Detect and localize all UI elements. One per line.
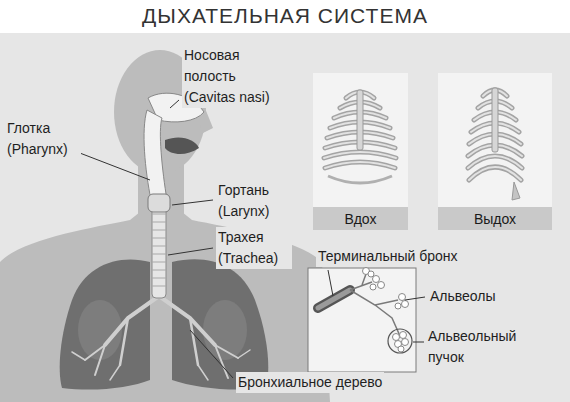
part-label: Бронхиальное дерево: [236, 372, 384, 393]
label-slot: Альвеольный пучок: [426, 326, 526, 368]
alveoli-inset: [388, 329, 412, 353]
bronchial-tree: [120, 318, 128, 365]
inhale-ribcage-panel: [357, 90, 363, 150]
lungs: [172, 259, 268, 389]
label-slot: Терминальный бронх: [316, 246, 460, 267]
part-label: Носовая полость (Cavitas nasi): [182, 45, 286, 108]
inhale-ribcage-panel: [313, 73, 408, 230]
leader-lines: [190, 330, 233, 378]
upper-airway: [165, 137, 199, 154]
phase-label-bar: Выдох: [438, 207, 552, 230]
bronchial-tree: [215, 345, 228, 378]
trachea-larynx: [148, 194, 170, 298]
bronchial-tree: [72, 296, 250, 380]
part-label: Альвеольный пучок: [426, 326, 526, 368]
phase-label-bar: Вдох: [313, 207, 408, 230]
phase-label: Вдох: [345, 210, 377, 228]
label-slot: Носовая полость (Cavitas nasi): [182, 45, 286, 108]
ground: [0, 33, 570, 402]
exhale-ribcage-panel: [438, 73, 552, 230]
leader-lines: [72, 150, 150, 180]
bronchial-tree: [159, 296, 215, 345]
label-slot: Трахея (Trachea): [216, 227, 292, 269]
alveoli-inset: [350, 274, 400, 336]
alveoli-inset: [308, 268, 416, 373]
leader-lines: [72, 100, 425, 378]
alveoli-inset: [318, 290, 350, 308]
leader-lines: [405, 297, 425, 300]
trachea-larynx: [152, 214, 166, 286]
bronchial-tree: [190, 318, 198, 365]
part-label: Терминальный бронх: [316, 246, 460, 267]
part-label: Глотка (Pharynx): [5, 118, 81, 160]
lungs: [203, 300, 247, 360]
exhale-ribcage-panel: [438, 73, 552, 230]
label-slot: Альвеолы: [428, 286, 498, 307]
label-slot: Бронхиальное дерево: [236, 372, 384, 393]
trachea-larynx: [148, 194, 170, 212]
part-label: Трахея (Trachea): [216, 227, 292, 269]
upper-airway: [144, 110, 167, 200]
lungs: [60, 259, 150, 389]
part-label: Гортань (Larynx): [216, 180, 292, 222]
part-label: Альвеолы: [428, 286, 498, 307]
bronchial-tree: [72, 350, 250, 380]
leader-lines: [170, 100, 179, 108]
leader-lines: [413, 342, 424, 343]
bronchial-tree: [95, 345, 105, 375]
trachea-larynx: [152, 200, 166, 298]
alveoli-inset: [308, 268, 416, 372]
exhale-ribcage-panel: [512, 182, 520, 200]
leader-lines: [328, 270, 333, 296]
leader-lines: [172, 200, 213, 205]
diagram-title: ДЫХАТЕЛЬНАЯ СИСТЕМА: [0, 2, 570, 30]
leader-lines: [168, 248, 213, 255]
inhale-ribcage-panel: [313, 73, 408, 230]
upper-airway: [144, 93, 204, 200]
phase-label: Выдох: [474, 210, 516, 228]
label-slot: Глотка (Pharynx): [5, 118, 81, 160]
exhale-ribcage-panel: [492, 88, 498, 152]
inhale-ribcage-panel: [328, 176, 392, 183]
bronchial-tree: [105, 296, 159, 345]
alveoli-inset: [318, 290, 350, 308]
label-slot: Гортань (Larynx): [216, 180, 292, 222]
